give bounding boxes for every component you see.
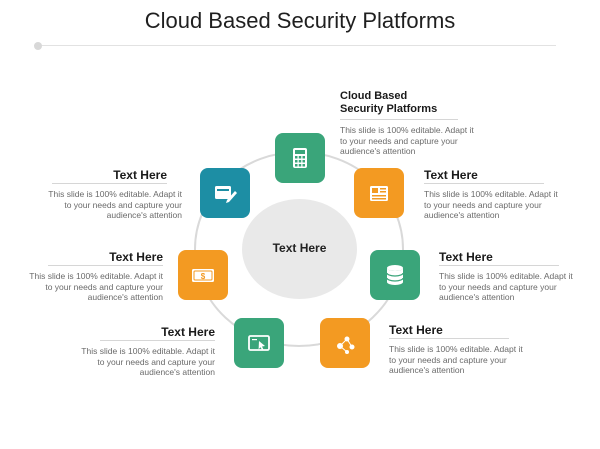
tile-database [370,250,420,300]
heading-line2: Security Platforms [340,103,438,115]
tile-calculator [275,133,325,183]
network-people-icon [337,336,355,354]
tile-network [320,318,370,368]
tile-money: $ [178,250,228,300]
item-3-label: Text Here [439,250,493,264]
item-7-body: This slide is 100% editable. Adapt it to… [48,189,182,220]
center-circle [242,199,357,299]
item-4-separator [389,338,509,339]
item-5-body: This slide is 100% editable. Adapt it to… [81,346,215,377]
card-pen-icon [215,186,237,203]
calculator-icon [293,148,307,168]
item-2-label: Text Here [424,168,478,182]
item-5-label: Text Here [161,325,215,339]
item-7-label: Text Here [113,168,167,182]
item-2-body: This slide is 100% editable. Adapt it to… [424,189,558,220]
item-3-separator [439,265,559,266]
item-2-separator [424,183,544,184]
svg-text:$: $ [201,272,206,281]
tile-screen [234,318,284,368]
tile-card [200,168,250,218]
money-icon: $ [192,269,214,282]
heading-top-title: Cloud Based Security Platforms [340,90,437,116]
center-label: Text Here [272,241,327,255]
item-3-body: This slide is 100% editable. Adapt it to… [439,271,573,302]
heading-separator [340,119,458,120]
database-icon [386,265,404,285]
heading-line1: Cloud Based [340,90,408,102]
screen-click-icon [248,335,270,351]
item-6-separator [48,265,163,266]
tile-newspaper [354,168,404,218]
title-divider [34,45,556,46]
item-6-body: This slide is 100% editable. Adapt it to… [29,271,163,302]
item-7-separator [52,183,167,184]
item-4-body: This slide is 100% editable. Adapt it to… [389,344,523,375]
item-4-label: Text Here [389,323,443,337]
item-5-separator [100,340,215,341]
item-6-label: Text Here [109,250,163,264]
newspaper-icon [370,186,388,201]
slide-title: Cloud Based Security Platforms [144,8,456,33]
heading-top-body: This slide is 100% editable. Adapt it to… [340,125,474,156]
divider-dot [34,42,42,50]
